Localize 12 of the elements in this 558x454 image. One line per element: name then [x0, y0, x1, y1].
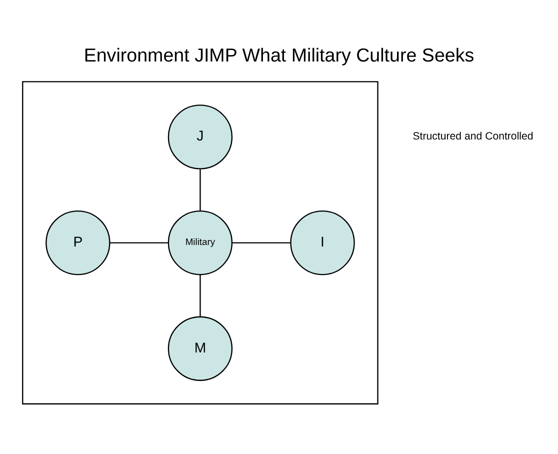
connector — [200, 274, 201, 316]
node-circle: M — [168, 316, 233, 380]
node-circle: I — [290, 210, 355, 275]
label: Structured and Controlled — [412, 130, 534, 142]
connector — [232, 242, 290, 243]
connector — [200, 168, 201, 210]
node-circle: P — [46, 210, 110, 275]
node-circle: J — [168, 104, 233, 169]
diagram-title: Environment JIMP What Military Culture Seeks — [84, 44, 474, 65]
node-circle: Military — [168, 210, 233, 275]
connector — [110, 242, 168, 243]
cluster — [22, 80, 378, 404]
